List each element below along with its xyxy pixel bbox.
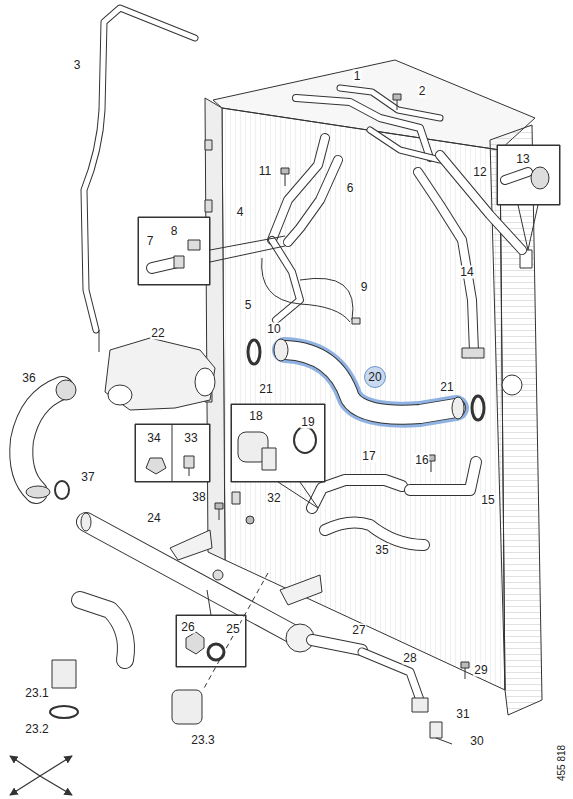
inset-box: 13 bbox=[497, 145, 560, 205]
callout-number: 1 bbox=[353, 70, 362, 83]
tube-outline bbox=[80, 600, 126, 660]
tube-outline bbox=[362, 652, 420, 700]
tube bbox=[362, 652, 420, 700]
callout-number: 23.3 bbox=[190, 734, 215, 747]
callout-number: 27 bbox=[351, 624, 366, 637]
tube bbox=[312, 480, 402, 508]
callout-number: 3 bbox=[73, 59, 82, 72]
callout-number: 16 bbox=[414, 454, 429, 467]
tube bbox=[288, 160, 338, 242]
tube bbox=[21, 388, 62, 492]
tube-outline bbox=[505, 172, 528, 180]
callout-number: 9 bbox=[360, 281, 369, 294]
callout-number: 2 bbox=[418, 85, 427, 98]
inset-box: 26 25 bbox=[176, 615, 246, 667]
callout-number: 18 bbox=[248, 410, 263, 423]
callout-number: 26 bbox=[180, 621, 195, 634]
callout-number: 32 bbox=[266, 492, 281, 505]
callout-number: 10 bbox=[266, 323, 281, 336]
callout-number: 30 bbox=[469, 735, 484, 748]
callout-number: 7 bbox=[146, 235, 155, 248]
callout-number: 36 bbox=[21, 372, 36, 385]
callout-number: 37 bbox=[80, 471, 95, 484]
callout-number: 13 bbox=[515, 153, 530, 166]
tube bbox=[272, 240, 300, 320]
callout-number: 28 bbox=[402, 652, 417, 665]
callout-number: 35 bbox=[374, 544, 389, 557]
callout-number: 21 bbox=[439, 381, 454, 394]
tube-outline bbox=[288, 160, 338, 242]
tube-outline bbox=[325, 522, 424, 545]
tube-outline bbox=[21, 388, 62, 492]
callout-number: 17 bbox=[361, 450, 376, 463]
callout-number: 25 bbox=[225, 623, 240, 636]
callout-circle: 20 bbox=[364, 366, 386, 388]
callout-number: 22 bbox=[150, 327, 165, 340]
tube-outline bbox=[312, 480, 402, 508]
callout-number: 12 bbox=[472, 166, 487, 179]
tube bbox=[418, 172, 474, 352]
callout-number: 6 bbox=[346, 182, 355, 195]
callout-number: 34 bbox=[146, 432, 161, 445]
callout-number: 20 bbox=[367, 371, 382, 384]
tube-outline bbox=[312, 640, 362, 650]
callout-number: 11 bbox=[258, 165, 272, 178]
inset-box: 1819 bbox=[231, 404, 325, 482]
callout-number: 38 bbox=[191, 491, 206, 504]
callout-number: 4 bbox=[236, 206, 245, 219]
tube bbox=[505, 172, 528, 180]
callout-number: 15 bbox=[480, 494, 495, 507]
callout-number: 19 bbox=[300, 416, 315, 429]
inset-box: 78 bbox=[138, 217, 210, 285]
callout-number: 29 bbox=[473, 664, 488, 677]
tube bbox=[325, 522, 424, 545]
tube-outline bbox=[370, 130, 440, 160]
tube bbox=[370, 130, 440, 160]
tube-outline bbox=[272, 240, 300, 320]
callout-number: 8 bbox=[170, 225, 179, 238]
callout-number: 23.1 bbox=[24, 687, 49, 700]
callout-number: 5 bbox=[244, 299, 253, 312]
tube-outline bbox=[418, 172, 474, 352]
tube bbox=[312, 640, 362, 650]
callout-number: 21 bbox=[258, 383, 273, 396]
callout-number: 31 bbox=[455, 708, 470, 721]
inset-box: 34 33 bbox=[135, 424, 210, 482]
drawing-number: 455 818 bbox=[555, 744, 568, 782]
tube bbox=[80, 600, 126, 660]
callout-number: 23.2 bbox=[24, 723, 49, 736]
callout-number: 14 bbox=[459, 266, 474, 279]
callout-number: 24 bbox=[146, 512, 161, 525]
callout-number: 33 bbox=[183, 432, 198, 445]
